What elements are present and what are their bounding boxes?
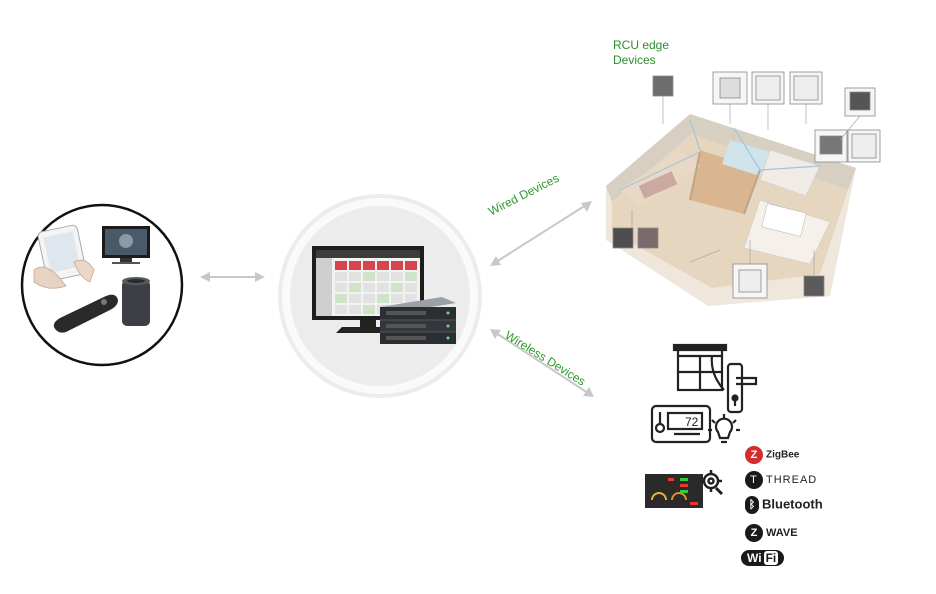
screen-tile [349,305,361,314]
tv-icon [102,226,150,264]
screen-tile [335,294,347,303]
wireless-devices-group [650,343,758,444]
screen-tile [363,272,375,281]
link-arrow-left [200,272,265,282]
server-icon [380,297,456,344]
window-icon [672,343,728,392]
bluetooth-icon: ᛒ [745,496,759,514]
zwave-text: WAVE [766,526,798,539]
rcu-label-line1: RCU edge [613,38,670,52]
screen-tile [377,294,389,303]
screen-tile [363,294,375,303]
screen-tile [377,283,389,292]
screen-tile [405,272,417,281]
gear-icon [700,470,724,496]
screen-tile [335,261,347,270]
screen-tile [335,283,347,292]
screen-tile [335,272,347,281]
screen-tile [377,261,389,270]
wireless-arrow [490,329,594,397]
screen-tile [363,305,375,314]
zigbee-text: ZigBee [766,449,800,461]
screen-tile [405,283,417,292]
screen-tile [349,261,361,270]
speaker-icon [122,277,150,326]
zigbee-icon: Z [745,446,763,464]
screen-tile [391,283,403,292]
central-server-group [278,194,482,398]
door-handle-icon [726,362,758,414]
dashboard-tiles [645,474,703,508]
screen-tile [335,305,347,314]
screen-tile [405,261,417,270]
screen-tile [377,272,389,281]
screen-tile [391,272,403,281]
smartphone-icon [33,224,95,289]
thread-text: THREAD [766,473,818,486]
screen-tile [363,261,375,270]
lightbulb-icon [708,414,740,444]
thread-icon: T [745,471,763,489]
bluetooth-text: Bluetooth [762,496,823,512]
user-devices-group [20,203,184,367]
thermostat-value: 72 [685,415,699,429]
zwave-icon: Z [745,524,763,542]
rcu-device-thumbnails [612,71,881,299]
screen-tile [391,261,403,270]
screen-tile [349,294,361,303]
screen-tile [405,294,417,303]
apartment-floorplan [606,71,881,306]
screen-tile [349,272,361,281]
rcu-label-line2: Devices [613,53,656,67]
wifi-text: Fi [763,551,779,565]
screen-tile [363,283,375,292]
remote-icon [53,294,118,333]
screen-tile [349,283,361,292]
wired-arrow [490,201,592,266]
thermostat-icon [650,404,712,444]
rcu-edge-devices-label: RCU edge Devices [613,38,669,68]
screen-tile [391,294,403,303]
